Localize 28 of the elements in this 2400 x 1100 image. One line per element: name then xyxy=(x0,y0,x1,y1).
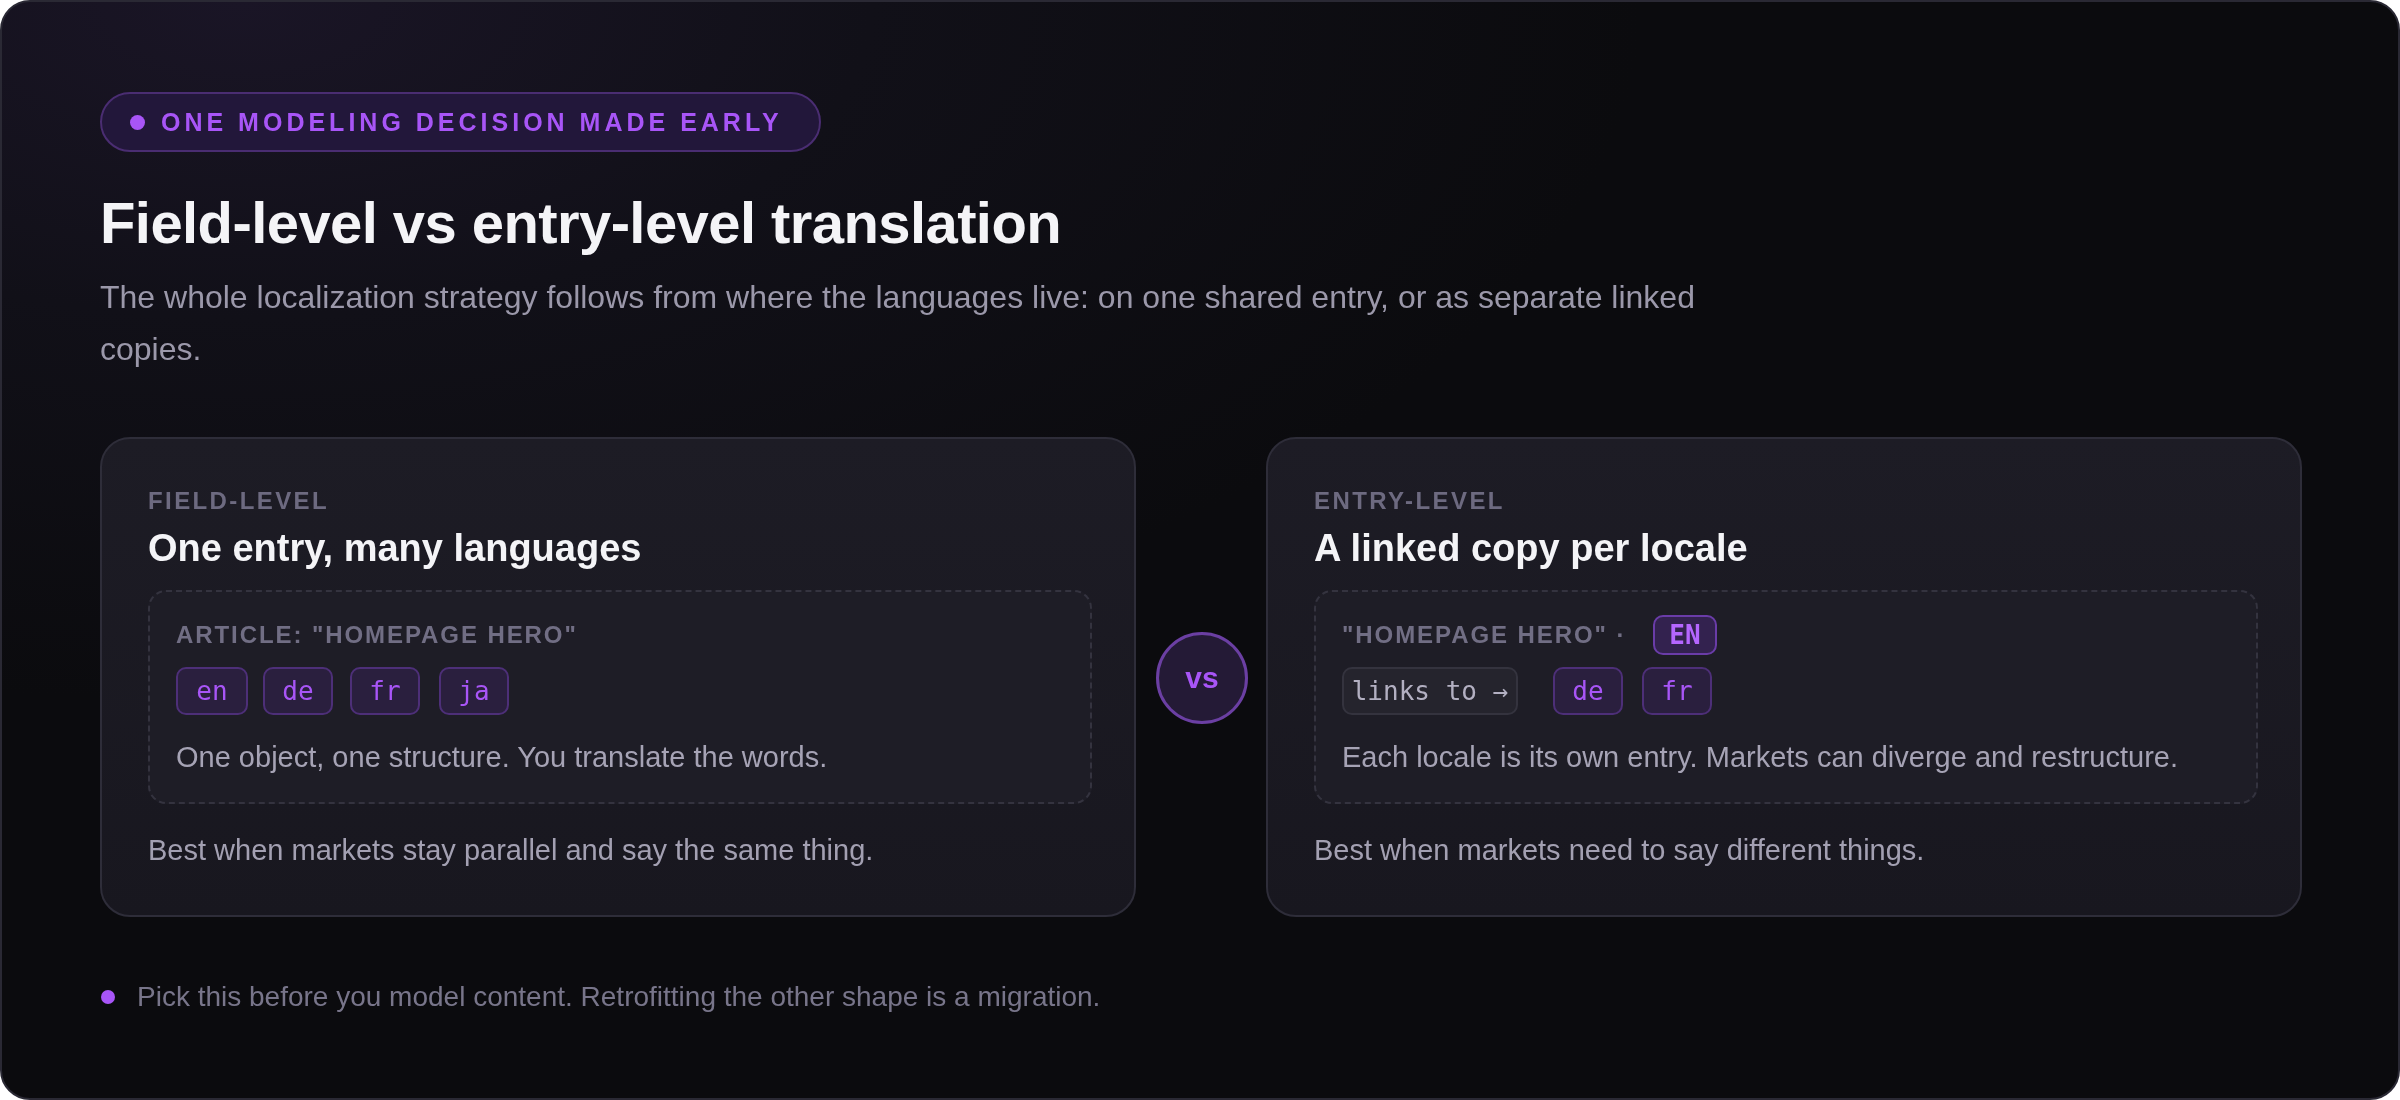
card-heading: A linked copy per locale xyxy=(1314,527,1748,570)
eyebrow-text: ONE MODELING DECISION MADE EARLY xyxy=(161,107,783,137)
footer-note: Pick this before you model content. Retrofitting the other shape is a migration. xyxy=(137,980,1101,1014)
locale-tag: en xyxy=(176,667,248,715)
link-tag: links to → xyxy=(1342,667,1518,715)
card-heading: One entry, many languages xyxy=(148,527,642,570)
panel-label: ARTICLE: "HOMEPAGE HERO" xyxy=(176,621,578,649)
comparison-card xyxy=(100,437,1136,917)
note-text: Best when markets stay parallel and say the same thing. xyxy=(148,834,874,867)
note-text: Best when markets need to say different things. xyxy=(1314,834,1925,867)
section-label: ENTRY-LEVEL xyxy=(1314,487,1505,515)
versus-circle: vs xyxy=(1156,632,1248,724)
section-label: FIELD-LEVEL xyxy=(148,487,330,515)
locale-tag: ja xyxy=(439,667,509,715)
body-text: One object, one structure. You translate the words. xyxy=(176,741,828,774)
body-text: Each locale is its own entry. Markets can diverge and restructure. xyxy=(1342,741,2178,774)
locale-tag: EN xyxy=(1653,615,1717,655)
example-panel xyxy=(148,590,1092,804)
locale-tag: fr xyxy=(350,667,420,715)
locale-tag: de xyxy=(1553,667,1623,715)
locale-tag: fr xyxy=(1642,667,1712,715)
subtitle-text: The whole localization strategy follows from where the languages live: on one shared entry, or as separate linked copies. xyxy=(100,278,1696,369)
locale-tag: de xyxy=(263,667,333,715)
page-title: Field-level vs entry-level translation xyxy=(100,189,1062,257)
example-panel xyxy=(1314,590,2258,804)
eyebrow-pill xyxy=(100,92,821,152)
comparison-card xyxy=(1266,437,2302,917)
panel-label: "HOMEPAGE HERO" · xyxy=(1342,621,1627,649)
